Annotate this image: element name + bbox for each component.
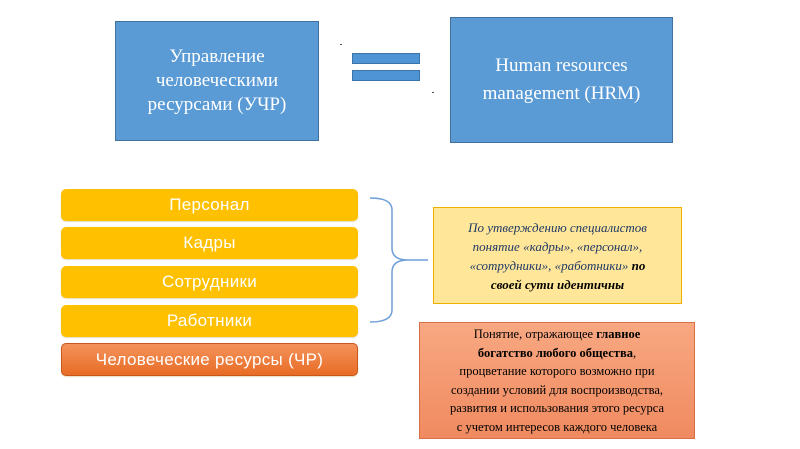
identical-note-line-4: своей сути идентичны: [468, 275, 647, 294]
definition-bold-2: богатство любого общества: [477, 345, 633, 360]
pill-kadry: Кадры: [61, 227, 358, 259]
pill-human-resources: Человеческие ресурсы (ЧР): [61, 343, 358, 376]
pill-personal: Персонал: [61, 189, 358, 221]
ucr-line-2: человеческими: [155, 70, 279, 91]
identical-note-line-2: понятие «кадры», «персонал»,: [472, 238, 643, 254]
hrm-box: Human resources management (HRM): [450, 17, 673, 143]
pill-rabotniki: Работники: [61, 305, 358, 337]
identical-note-line-3-text: «сотрудники», «работники»: [469, 257, 629, 273]
equals-bar-bottom: [352, 70, 420, 81]
hrm-line-2: management (HRM): [482, 83, 641, 104]
identical-note-bold-1: по: [631, 257, 646, 273]
ucr-box: Управление человеческими ресурсами (УЧР): [115, 21, 319, 141]
pill-sotrudniki: Сотрудники: [61, 266, 358, 298]
ucr-line-1: Управление: [169, 46, 265, 67]
dot-mark: [340, 44, 342, 45]
definition-line-3: процветание которого возможно при: [459, 364, 655, 378]
identical-note-line-3: «сотрудники», «работники» по: [468, 256, 647, 275]
identical-note-line-1: По утверждению специалистов: [468, 219, 647, 235]
definition-line-1: Понятие, отражающее главное: [450, 325, 664, 344]
definition-bold-1: главное: [596, 327, 641, 341]
equals-bar-top: [352, 53, 420, 64]
definition-line-6: с учетом интересов каждого человека: [456, 419, 658, 434]
definition-line-2: богатство любого общества,: [450, 344, 664, 363]
definition-comma: ,: [632, 345, 637, 360]
curly-brace: [369, 197, 428, 323]
definition-before: Понятие, отражающее: [473, 327, 594, 341]
definition-line-4: создании условий для воспроизводства,: [450, 382, 663, 397]
definition-line-5: развития и использования этого ресурса: [449, 401, 665, 415]
definition-note: Понятие, отражающее главное богатство лю…: [419, 322, 695, 439]
dot-mark: [432, 92, 434, 93]
identical-note: По утверждению специалистов понятие «кад…: [433, 207, 682, 304]
identical-note-bold-2: своей сути идентичны: [490, 276, 625, 292]
hrm-line-1: Human resources: [495, 55, 628, 76]
ucr-line-3: ресурсами (УЧР): [147, 94, 287, 115]
